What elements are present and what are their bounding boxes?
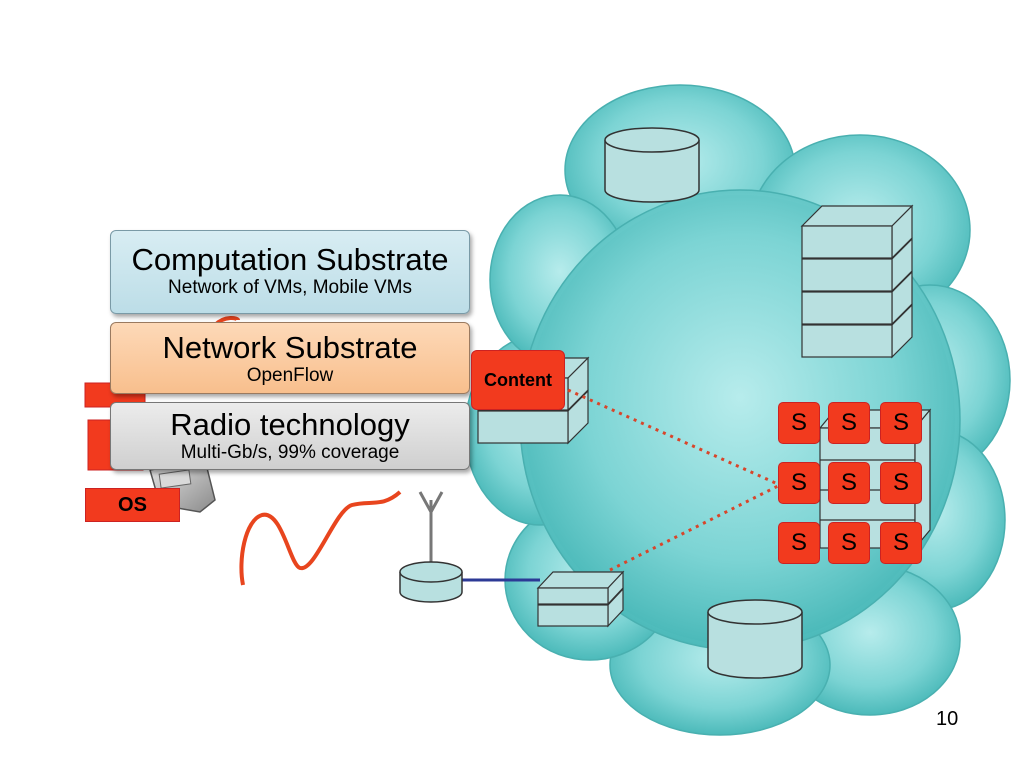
- computation-substrate-title: Computation Substrate: [131, 242, 449, 277]
- computation-substrate-subtitle: Network of VMs, Mobile VMs: [168, 277, 412, 298]
- service-tile: S: [828, 462, 870, 504]
- radio-technology-title: Radio technology: [170, 407, 410, 442]
- network-substrate-title: Network Substrate: [162, 330, 418, 365]
- content-tag: Content: [471, 350, 565, 410]
- service-tile: S: [880, 402, 922, 444]
- server-stack: [800, 204, 914, 359]
- dotted-links: [567, 388, 781, 572]
- computation-substrate-box: Computation Substrate Network of VMs, Mo…: [110, 230, 470, 314]
- network-substrate-subtitle: OpenFlow: [246, 365, 334, 386]
- edge-switch: [536, 570, 625, 628]
- slide-number: 10: [936, 708, 959, 730]
- service-tile: S: [778, 402, 820, 444]
- service-tile: S: [880, 462, 922, 504]
- service-tile: S: [828, 522, 870, 564]
- radio-technology-box: Radio technology Multi-Gb/s, 99% coverag…: [110, 402, 470, 470]
- service-tile: S: [828, 402, 870, 444]
- database-bottom: [707, 599, 803, 679]
- database-top: [604, 127, 700, 203]
- service-tile: S: [880, 522, 922, 564]
- radio-signal-wave: [239, 490, 402, 586]
- network-substrate-box: Network Substrate OpenFlow: [110, 322, 470, 394]
- service-tile: S: [778, 522, 820, 564]
- os-tag: OS: [85, 488, 180, 522]
- base-station: [399, 491, 463, 603]
- service-tile: S: [778, 462, 820, 504]
- radio-technology-subtitle: Multi-Gb/s, 99% coverage: [180, 442, 400, 463]
